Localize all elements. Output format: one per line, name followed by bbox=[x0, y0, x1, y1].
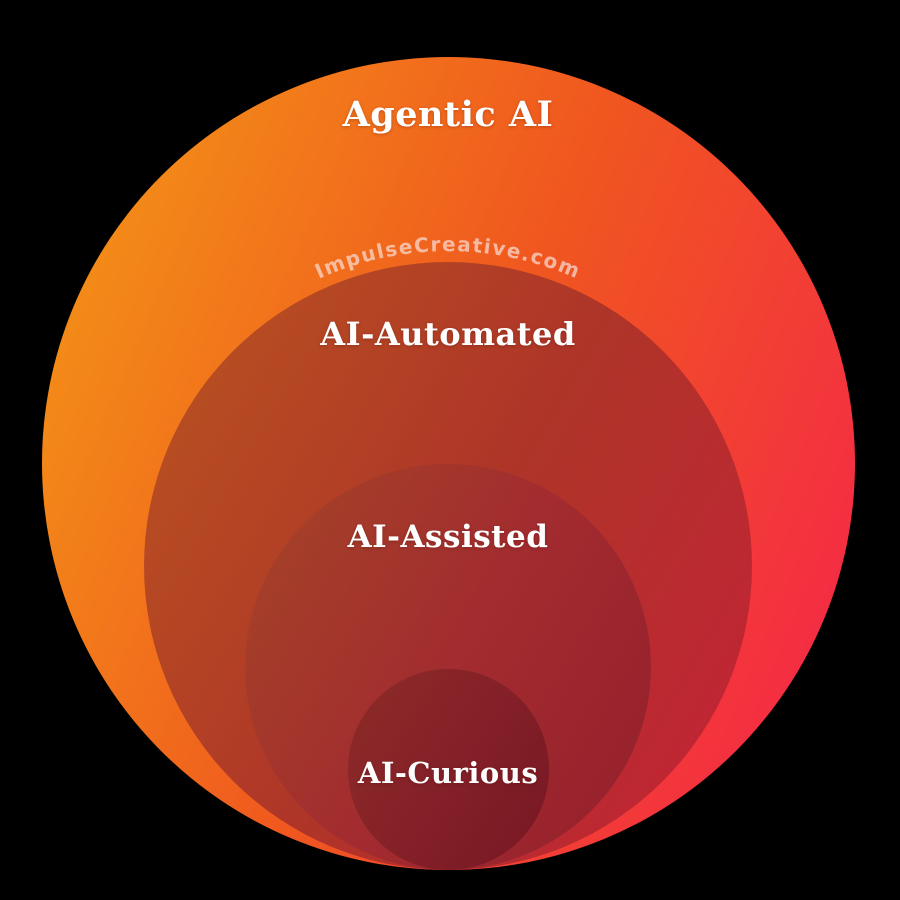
circle-ai-curious bbox=[347, 669, 549, 870]
